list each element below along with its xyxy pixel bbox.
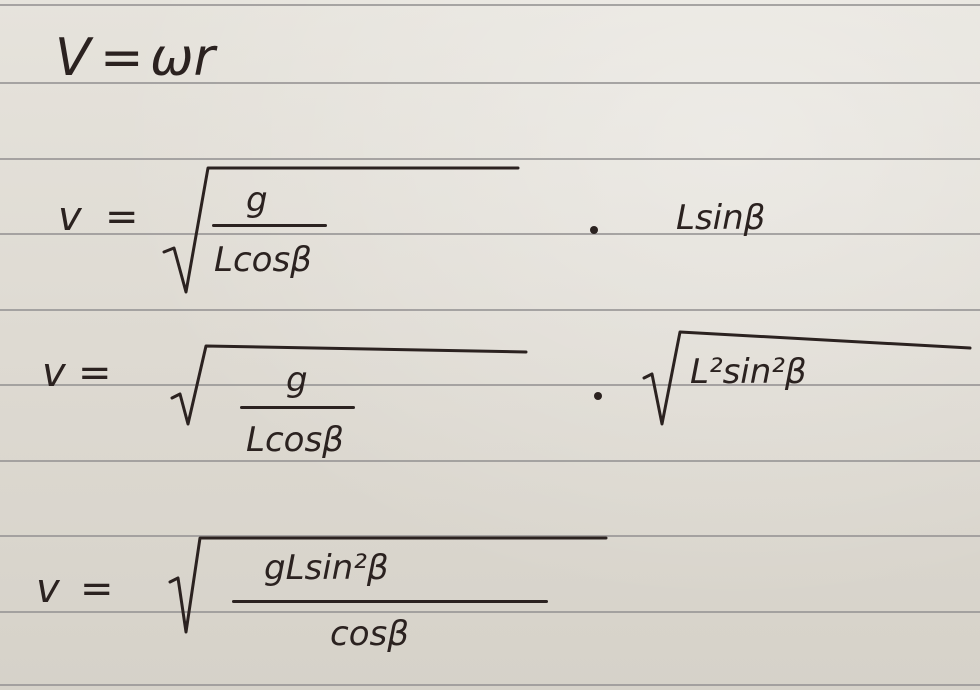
eq3-multiply-dot — [594, 392, 602, 400]
eq3-radicand: L²sin²β — [690, 352, 807, 392]
eq2-radical-icon — [162, 166, 520, 294]
ruled-line — [0, 4, 980, 6]
ruled-line — [0, 309, 980, 311]
eq2-lhs: v — [58, 194, 82, 240]
ruled-line — [0, 684, 980, 686]
eq4-numerator: gLsin²β — [264, 548, 389, 588]
eq2-multiply-dot — [590, 226, 598, 234]
eq1-equals: = — [100, 28, 144, 88]
ruled-line — [0, 158, 980, 160]
eq4-denominator: cosβ — [330, 614, 409, 654]
ruled-line — [0, 535, 980, 537]
ruled-line — [0, 384, 980, 386]
eq3-lhs: v — [42, 350, 66, 396]
ruled-line — [0, 611, 980, 613]
eq2-equals: = — [105, 194, 139, 240]
eq3-second-radical-icon — [642, 330, 972, 426]
eq4-fraction-bar — [232, 600, 548, 603]
eq2-denominator: Lcosβ — [214, 240, 312, 280]
eq3-radical-icon — [170, 344, 528, 426]
eq3-equals: = — [78, 350, 112, 396]
eq2-numerator: g — [246, 180, 268, 220]
eq1-lhs: V — [55, 28, 91, 88]
eq4-radical-icon — [168, 536, 608, 634]
eq4-equals: = — [80, 566, 114, 612]
eq2-factor: Lsinβ — [676, 198, 766, 238]
eq3-fraction-bar — [240, 406, 355, 409]
ruled-line — [0, 82, 980, 84]
eq1-rhs: ωr — [150, 28, 215, 88]
eq3-denominator: Lcosβ — [246, 420, 344, 460]
ruled-line — [0, 460, 980, 462]
eq4-lhs: v — [36, 566, 60, 612]
eq3-numerator: g — [286, 360, 308, 400]
eq2-fraction-bar — [212, 224, 327, 227]
ruled-line — [0, 233, 980, 235]
